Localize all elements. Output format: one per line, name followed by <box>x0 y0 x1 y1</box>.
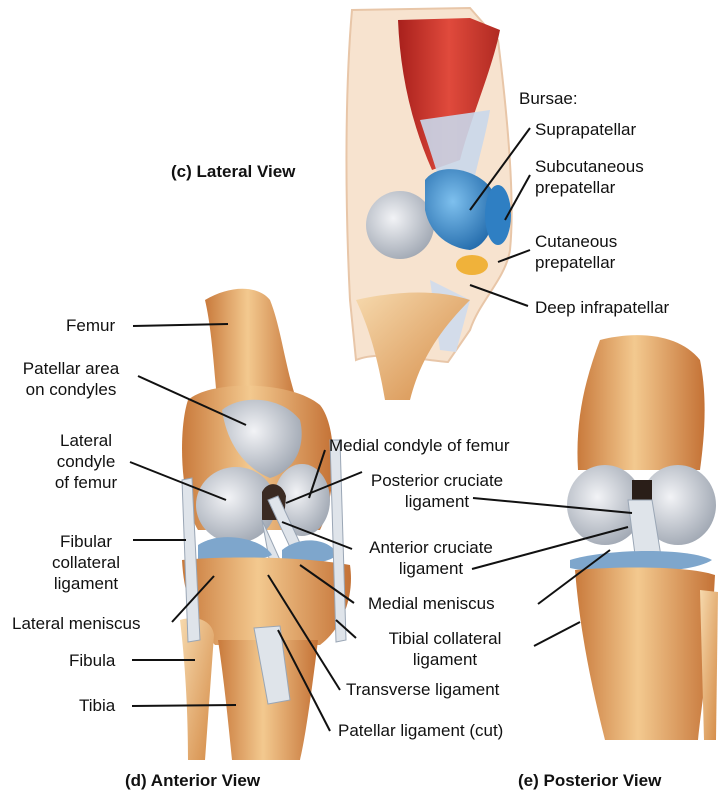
label-femur: Femur <box>66 315 115 336</box>
posterior-femur <box>577 335 704 470</box>
lateral-view-illustration <box>346 8 511 400</box>
posterior-view-title: (e) Posterior View <box>518 771 661 791</box>
label-lateral-condyle: Lateral condyle of femur <box>38 430 134 493</box>
label-tibia: Tibia <box>79 695 115 716</box>
cutaneous-bursa <box>456 255 488 275</box>
label-anterior-cruciate: Anterior cruciate ligament <box>346 537 516 579</box>
leader-tibia <box>132 705 236 706</box>
label-posterior-cruciate: Posterior cruciate ligament <box>352 470 522 512</box>
label-cutaneous-prepatellar: Cutaneous prepatellar <box>535 231 617 273</box>
label-fibular-collateral: Fibular collateral ligament <box>36 531 136 594</box>
label-medial-meniscus: Medial meniscus <box>368 593 495 614</box>
femur-condyle-lateral <box>366 191 434 259</box>
label-fibula: Fibula <box>69 650 115 671</box>
label-transverse-ligament: Transverse ligament <box>346 679 499 700</box>
posterior-tibia <box>575 567 715 740</box>
label-deep-infrapatellar: Deep infrapatellar <box>535 297 669 318</box>
label-medial-condyle: Medial condyle of femur <box>329 435 509 456</box>
label-lateral-meniscus: Lateral meniscus <box>12 613 141 634</box>
label-patellar-ligament: Patellar ligament (cut) <box>338 720 503 741</box>
anterior-view-illustration <box>180 289 351 760</box>
label-patellar-area: Patellar area on condyles <box>6 358 136 400</box>
leader-tibial-collateral-posterior <box>534 622 580 646</box>
lateral-view-title: (c) Lateral View <box>171 162 295 182</box>
label-subcutaneous-prepatellar: Subcutaneous prepatellar <box>535 156 644 198</box>
label-bursae-heading: Bursae: <box>519 88 578 109</box>
label-tibial-collateral: Tibial collateral ligament <box>360 628 530 670</box>
label-suprapatellar: Suprapatellar <box>535 119 636 140</box>
posterior-fibula <box>700 590 718 740</box>
anterior-view-title: (d) Anterior View <box>125 771 260 791</box>
